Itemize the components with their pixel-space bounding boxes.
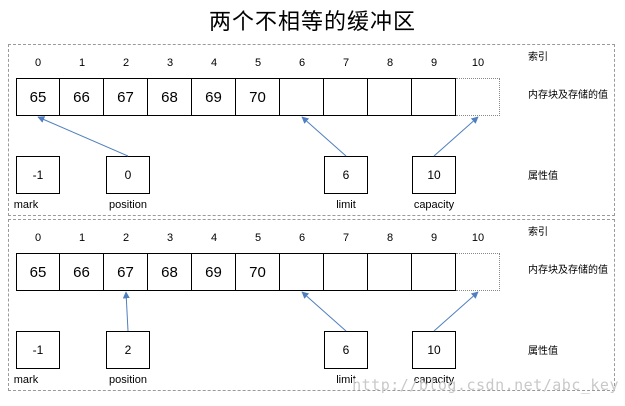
mark-label: mark	[13, 374, 39, 386]
index-label: 0	[34, 232, 42, 244]
memory-cell	[368, 253, 412, 291]
index-label: 2	[122, 57, 130, 69]
memory-cell	[456, 78, 500, 116]
index-label: 8	[386, 57, 394, 69]
memory-cell: 67	[104, 253, 148, 291]
memory-cell: 66	[60, 78, 104, 116]
memory-cell: 65	[16, 78, 60, 116]
memory-cell	[324, 253, 368, 291]
index-label: 4	[210, 57, 218, 69]
memory-cell	[368, 78, 412, 116]
buffer-panel-2	[8, 219, 615, 391]
memory-cell	[412, 78, 456, 116]
index-label: 6	[298, 232, 306, 244]
index-label: 5	[254, 57, 262, 69]
property-row-label: 属性值	[528, 346, 558, 357]
memory-row-label: 内存块及存储的值	[528, 90, 608, 101]
position-label: position	[109, 374, 147, 386]
position-value-box: 2	[106, 331, 150, 369]
index-label: 10	[471, 57, 485, 69]
memory-cell	[412, 253, 456, 291]
memory-cell	[280, 253, 324, 291]
index-label: 3	[166, 232, 174, 244]
capacity-label: capacity	[413, 374, 455, 386]
index-label: 7	[342, 232, 350, 244]
index-label: 6	[298, 57, 306, 69]
property-row-label: 属性值	[528, 171, 558, 182]
memory-cell: 68	[148, 78, 192, 116]
index-label: 0	[34, 57, 42, 69]
position-value-box: 0	[106, 156, 150, 194]
memory-cell	[324, 78, 368, 116]
memory-cell	[280, 78, 324, 116]
diagram-title: 两个不相等的缓冲区	[208, 10, 416, 35]
buffer-panel-1	[8, 44, 615, 216]
mark-value-box: -1	[16, 331, 60, 369]
limit-label: limit	[336, 199, 356, 211]
memory-cell	[456, 253, 500, 291]
memory-cell: 67	[104, 78, 148, 116]
index-label: 2	[122, 232, 130, 244]
index-label: 7	[342, 57, 350, 69]
index-label: 1	[78, 232, 86, 244]
index-label: 4	[210, 232, 218, 244]
memory-cell: 70	[236, 253, 280, 291]
limit-label: limit	[336, 374, 356, 386]
capacity-value-box: 10	[412, 331, 456, 369]
index-label: 10	[471, 232, 485, 244]
capacity-label: capacity	[413, 199, 455, 211]
memory-cell: 68	[148, 253, 192, 291]
index-label: 5	[254, 232, 262, 244]
memory-cell: 66	[60, 253, 104, 291]
limit-value-box: 6	[324, 156, 368, 194]
memory-cell: 70	[236, 78, 280, 116]
index-row-label: 索引	[528, 227, 548, 238]
position-label: position	[109, 199, 147, 211]
index-label: 8	[386, 232, 394, 244]
memory-row-label: 内存块及存储的值	[528, 265, 608, 276]
memory-cell: 65	[16, 253, 60, 291]
capacity-value-box: 10	[412, 156, 456, 194]
index-label: 9	[430, 232, 438, 244]
index-row-label: 索引	[528, 52, 548, 63]
memory-cell: 69	[192, 253, 236, 291]
index-label: 9	[430, 57, 438, 69]
mark-label: mark	[13, 199, 39, 211]
limit-value-box: 6	[324, 331, 368, 369]
index-label: 1	[78, 57, 86, 69]
index-label: 3	[166, 57, 174, 69]
watermark: http://blog.csdn.net/abc_key	[352, 376, 619, 394]
mark-value-box: -1	[16, 156, 60, 194]
memory-cell: 69	[192, 78, 236, 116]
